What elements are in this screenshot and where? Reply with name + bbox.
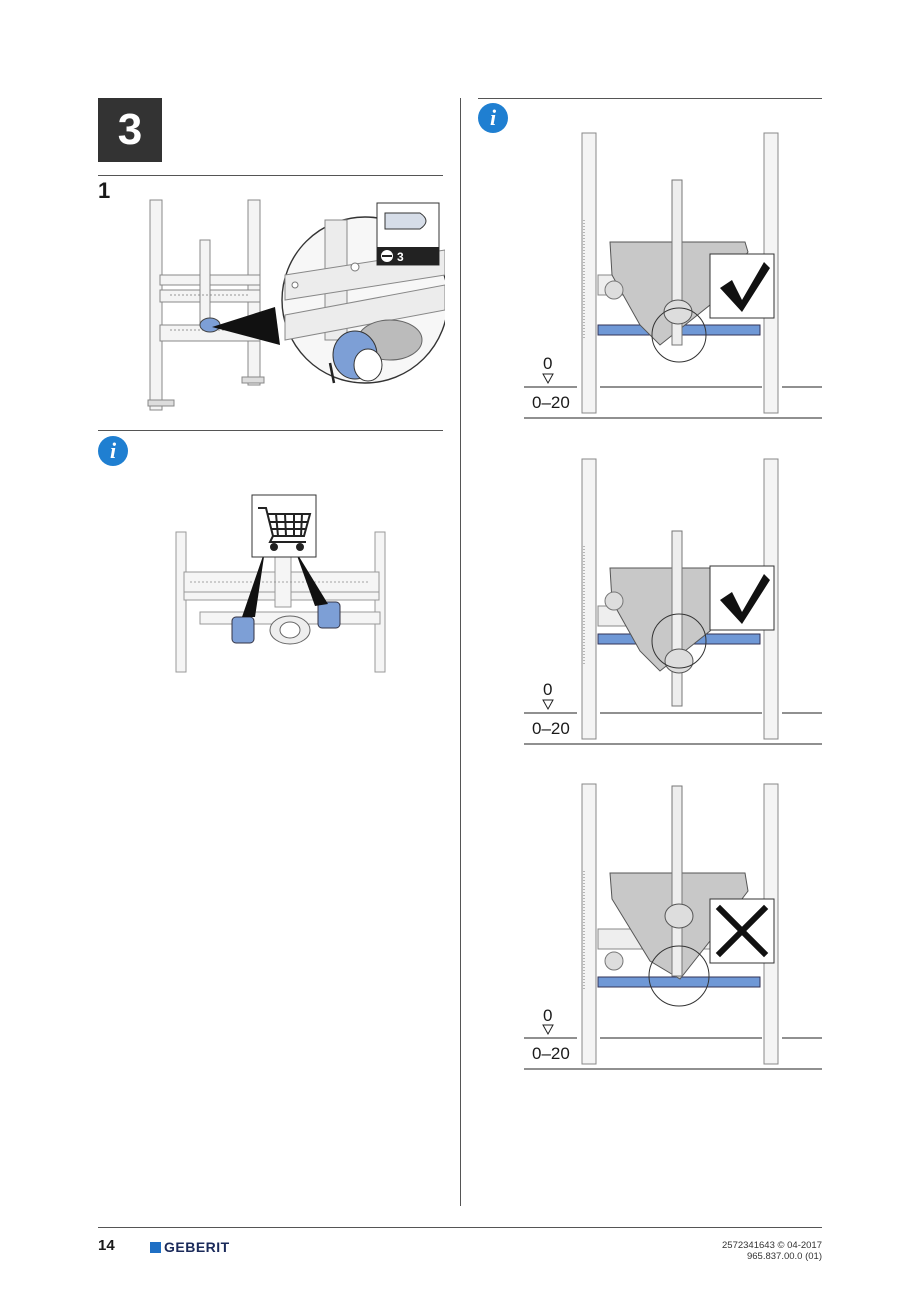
info-icon: i (98, 436, 128, 466)
footer-divider (98, 1227, 822, 1228)
check-icon (720, 574, 770, 624)
cross-icon (715, 904, 769, 958)
substep-number: 1 (98, 178, 111, 203)
cross-badge (709, 898, 775, 964)
document-number: 2572341643 © 04-2017 965.837.00.0 (01) (722, 1240, 822, 1262)
height-correct-illustration-b (524, 458, 822, 745)
brand-logo: GEBERIT (150, 1239, 230, 1255)
frame-illustration-1: 3 (147, 199, 445, 411)
shopping-cart-badge (251, 494, 317, 558)
screwdriver-badge (376, 202, 440, 266)
check-badge (709, 565, 775, 631)
tool-badge-number: 3 (397, 250, 404, 264)
level-zero-label: 0 (543, 1006, 553, 1025)
level-zero-label: 0 (543, 680, 553, 699)
shopping-cart-icon (258, 507, 312, 551)
level-range-label: 0–20 (532, 1044, 570, 1063)
step-number-box: 3 (98, 98, 162, 162)
level-range-label: 0–20 (532, 719, 570, 738)
height-correct-illustration-a (524, 132, 822, 419)
column-divider (460, 98, 461, 1206)
level-zero-label: 0 (543, 354, 553, 373)
screwdriver-icon (381, 250, 393, 262)
level-range-label: 0–20 (532, 393, 570, 412)
document-number-line2: 965.837.00.0 (01) (746, 1251, 822, 1262)
frame-illustration-2 (175, 494, 386, 673)
height-incorrect-illustration (524, 783, 822, 1070)
divider (98, 430, 443, 431)
info-icon: i (478, 103, 508, 133)
divider (98, 175, 443, 176)
brand-square-icon (150, 1241, 161, 1253)
document-number-line1: 2572341643 © 04-2017 (722, 1240, 822, 1251)
check-icon (720, 262, 770, 312)
divider (478, 98, 822, 99)
step-number: 3 (117, 105, 143, 154)
brand-name: GEBERIT (164, 1239, 230, 1255)
page-number: 14 (98, 1237, 115, 1254)
check-badge (709, 253, 775, 319)
